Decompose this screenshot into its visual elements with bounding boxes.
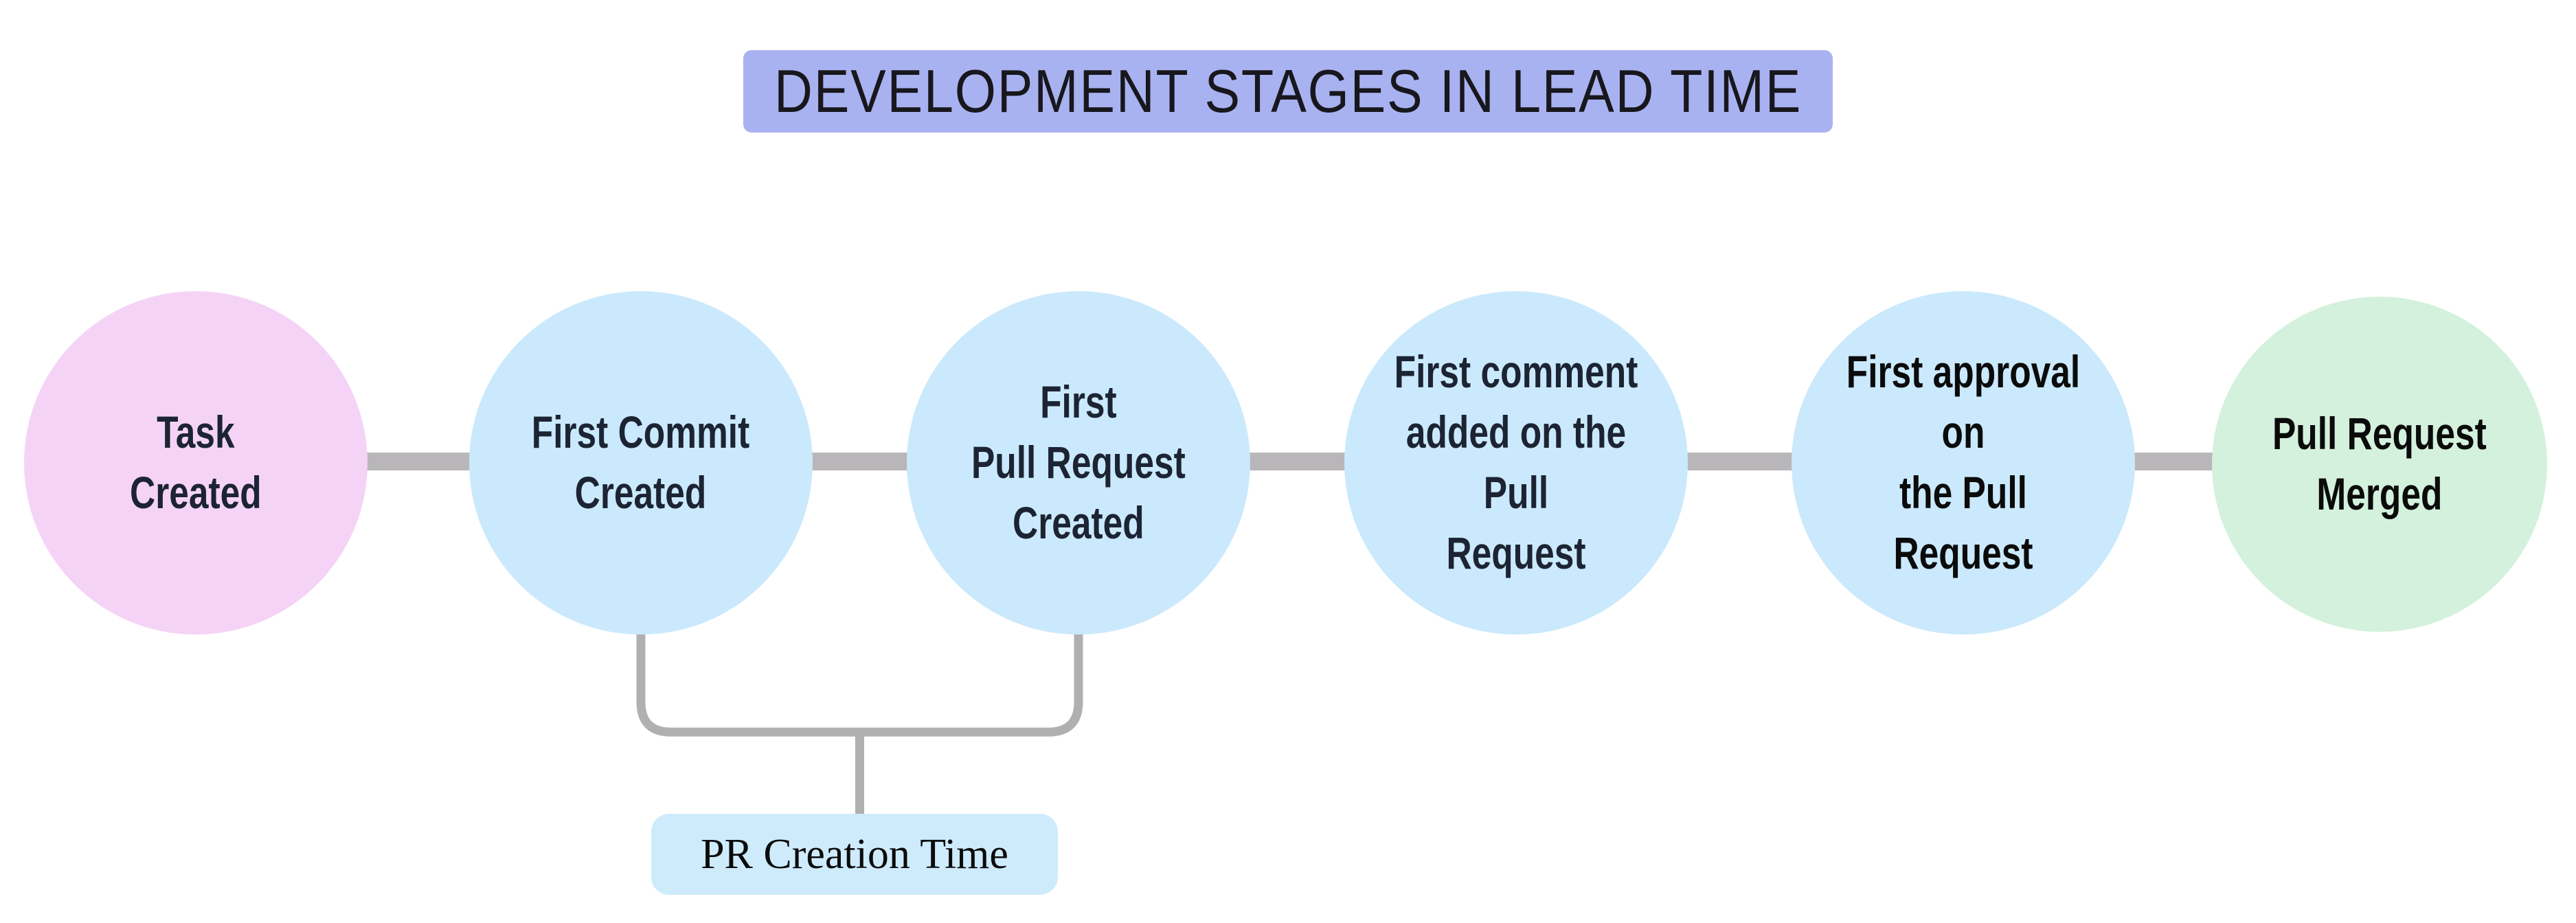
pr-creation-time-text: PR Creation Time [701, 830, 1008, 878]
stage-node-label: First approval on the Pull Request [1846, 346, 2081, 578]
stage-node-label: First comment added on the Pull Request [1394, 346, 1638, 578]
stage-node-first-commit-created: First Commit Created [469, 291, 813, 635]
stage-node-label: First Commit Created [532, 407, 750, 518]
title-banner: DEVELOPMENT STAGES IN LEAD TIME [743, 50, 1833, 133]
pr-creation-time-label: PR Creation Time [651, 814, 1058, 895]
stage-node-task-created: Task Created [24, 291, 368, 635]
stage-node-first-comment-added: First comment added on the Pull Request [1344, 291, 1688, 635]
stage-node-label: Task Created [130, 407, 262, 518]
stage-node-pull-request-merged: Pull Request Merged [2212, 297, 2547, 632]
stage-node-first-pull-request-created: First Pull Request Created [907, 291, 1250, 635]
stage-node-first-approval: First approval on the Pull Request [1792, 291, 2135, 635]
stage-node-label: First Pull Request Created [971, 376, 1186, 548]
page-title: DEVELOPMENT STAGES IN LEAD TIME [773, 57, 1803, 125]
stage-node-label: Pull Request Merged [2272, 408, 2487, 519]
bracket-path [636, 615, 1083, 737]
